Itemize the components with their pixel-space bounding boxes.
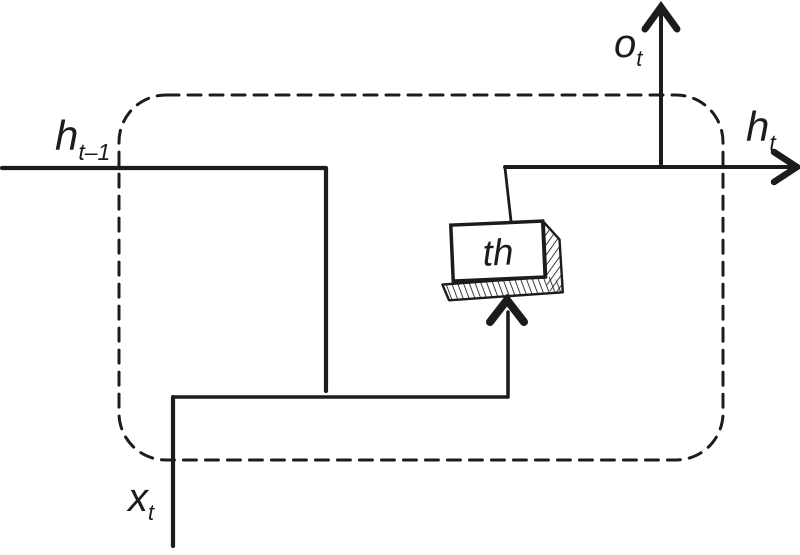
activation-feed-line: [172, 310, 510, 399]
prev-hidden-label: ht–1: [55, 112, 110, 165]
next-hidden-label-sub: t: [769, 130, 777, 156]
output-label-sub: t: [636, 46, 643, 71]
input-label: xt: [126, 476, 155, 525]
next-hidden-label: ht: [746, 103, 777, 156]
output-arrow-icon: [641, 1, 681, 33]
activation-input-arrow-icon: [486, 293, 528, 326]
prev-hidden-label-main: h: [55, 112, 78, 159]
input-label-main: x: [126, 476, 150, 520]
cell-boundary: [117, 93, 725, 462]
activation-box-group: th: [441, 219, 565, 302]
activation-box: [448, 219, 547, 283]
prev-hidden-input-line: [0, 165, 329, 394]
activation-label: th: [482, 231, 515, 273]
input-label-sub: t: [148, 500, 155, 525]
prev-hidden-label-sub: t–1: [78, 139, 110, 165]
output-label-main: o: [614, 22, 636, 66]
activation-output-connector: [503, 166, 513, 223]
hidden-output-arrow-icon: [770, 148, 800, 186]
output-label: ot: [614, 22, 643, 71]
activation-shadow-right: [543, 222, 563, 293]
next-hidden-label-main: h: [746, 103, 769, 150]
